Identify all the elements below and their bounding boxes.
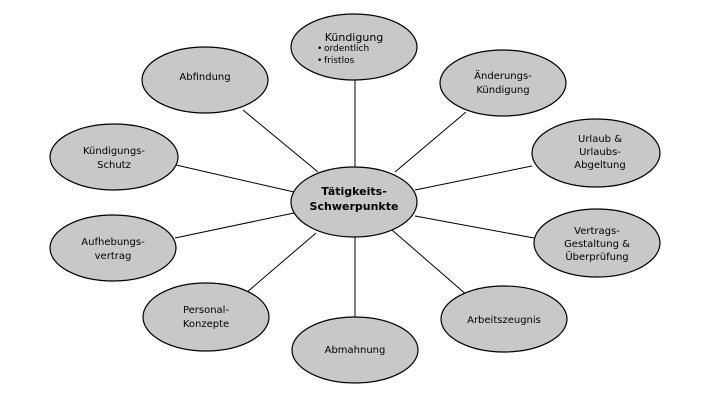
connector-personalkonzepte xyxy=(245,232,317,294)
node-personalkonzepte-line-2: Konzepte xyxy=(183,319,229,330)
connector-arbeitszeugnis xyxy=(391,229,469,297)
node-kuendigung-bullet-1: ordentlich xyxy=(324,44,369,54)
node-abfindung: Abfindung xyxy=(141,46,269,114)
node-personalkonzepte-line-1: Personal- xyxy=(183,305,230,316)
node-abfindung-line-1: Abfindung xyxy=(179,72,230,83)
node-aenderungskuendigung: Änderungs- Kündigung xyxy=(439,49,567,117)
node-aufhebungsvertrag-line-1: Aufhebungs- xyxy=(81,237,145,248)
node-kuendigungsschutz-line-1: Kündigungs- xyxy=(83,146,145,157)
center-node-line-1: Tätigkeits- xyxy=(321,185,387,198)
node-vertragsgestaltung-line-3: Überprüfung xyxy=(565,250,628,263)
node-urlaub-shape xyxy=(531,118,661,188)
node-abmahnung-line-1: Abmahnung xyxy=(325,345,386,356)
node-kuendigungsschutz: Kündigungs- Schutz xyxy=(49,123,179,191)
node-arbeitszeugnis: Arbeitszeugnis xyxy=(440,285,568,353)
node-kuendigung: Kündigung • ordentlich • fristlos xyxy=(290,13,418,81)
node-aufhebungsvertrag: Aufhebungs- vertrag xyxy=(49,214,177,282)
center-node-shape xyxy=(290,166,418,238)
center-node: Tätigkeits- Schwerpunkte xyxy=(290,166,418,238)
node-abmahnung-shape xyxy=(291,316,419,384)
node-vertragsgestaltung-line-2: Gestaltung & xyxy=(564,239,630,250)
node-personalkonzepte: Personal- Konzepte xyxy=(142,282,270,352)
node-urlaub-line-1: Urlaub & xyxy=(578,134,622,145)
node-kuendigungsschutz-line-2: Schutz xyxy=(97,160,131,171)
node-aenderungskuendigung-line-1: Änderungs- xyxy=(474,69,532,82)
node-urlaub: Urlaub & Urlaubs- Abgeltung xyxy=(531,118,661,188)
bullet-marker: • xyxy=(317,56,322,66)
node-aenderungskuendigung-shape xyxy=(439,49,567,117)
node-urlaub-line-3: Abgeltung xyxy=(574,160,625,171)
connector-abfindung xyxy=(242,109,319,173)
node-vertragsgestaltung: Vertrags- Gestaltung & Überprüfung xyxy=(533,208,661,278)
node-kuendigungsschutz-shape xyxy=(49,123,179,191)
node-kuendigung-bullet-2: fristlos xyxy=(324,56,355,66)
node-arbeitszeugnis-line-1: Arbeitszeugnis xyxy=(467,315,541,326)
node-abmahnung: Abmahnung xyxy=(291,316,419,384)
connector-kuendigungsschutz xyxy=(175,164,295,193)
node-kuendigung-shape xyxy=(290,13,418,81)
node-personalkonzepte-shape xyxy=(142,282,270,352)
connector-aufhebungsvertrag xyxy=(174,212,295,239)
node-arbeitszeugnis-shape xyxy=(440,285,568,353)
node-aufhebungsvertrag-shape xyxy=(49,214,177,282)
connector-vertragsgestaltung xyxy=(414,215,535,239)
bullet-marker: • xyxy=(317,44,322,54)
node-urlaub-line-2: Urlaubs- xyxy=(579,147,621,158)
connectors xyxy=(174,68,535,317)
node-vertragsgestaltung-shape xyxy=(533,208,661,278)
node-kuendigung-title: Kündigung xyxy=(325,31,384,44)
center-node-line-2: Schwerpunkte xyxy=(310,200,399,213)
connector-urlaub xyxy=(414,165,533,191)
node-aenderungskuendigung-line-2: Kündigung xyxy=(476,85,529,96)
node-abfindung-shape xyxy=(141,46,269,114)
node-aufhebungsvertrag-line-2: vertrag xyxy=(95,251,132,262)
node-vertragsgestaltung-line-1: Vertrags- xyxy=(574,226,620,237)
connector-aenderungskuendigung xyxy=(394,111,467,173)
